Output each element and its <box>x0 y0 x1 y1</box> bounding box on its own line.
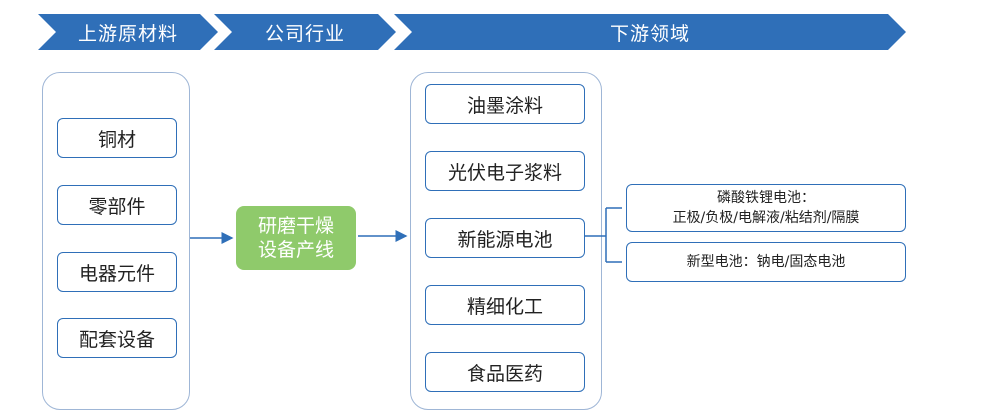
battery-detail-new-type: 新型电池：钠电/固态电池 <box>626 242 906 282</box>
battery-detail-new-type-label: 新型电池：钠电/固态电池 <box>686 254 846 270</box>
battery-detail-lfp: 磷酸铁锂电池： 正极/负极/电解液/粘结剂/隔膜 <box>626 184 906 232</box>
bracket-battery-details <box>585 207 622 263</box>
header-upstream: 上游原材料 <box>38 14 218 50</box>
downstream-item-label: 食品医药 <box>466 362 543 385</box>
upstream-item-electrical: 电器元件 <box>57 252 177 292</box>
downstream-item-label: 新能源电池 <box>457 228 553 251</box>
upstream-item-copper: 铜材 <box>57 118 177 158</box>
downstream-item-label: 油墨涂料 <box>466 94 543 117</box>
upstream-item-parts: 零部件 <box>57 185 177 225</box>
downstream-item-food-pharma: 食品医药 <box>425 352 585 392</box>
header-upstream-label: 上游原材料 <box>77 22 178 45</box>
battery-detail-lfp-line2: 正极/负极/电解液/粘结剂/隔膜 <box>672 210 860 226</box>
downstream-item-fine-chem: 精细化工 <box>425 285 585 325</box>
downstream-item-pv-paste: 光伏电子浆料 <box>425 151 585 191</box>
downstream-item-battery: 新能源电池 <box>425 218 585 258</box>
company-box: 研磨干燥 设备产线 <box>236 206 356 270</box>
header-company: 公司行业 <box>214 14 396 50</box>
upstream-item-label: 零部件 <box>88 195 146 218</box>
header-downstream: 下游领域 <box>394 14 906 50</box>
upstream-item-label: 铜材 <box>97 128 136 151</box>
downstream-item-label: 精细化工 <box>466 295 543 318</box>
downstream-item-label: 光伏电子浆料 <box>447 161 562 184</box>
battery-detail-lfp-line1: 磷酸铁锂电池： <box>717 190 815 206</box>
company-box-line1: 研磨干燥 <box>257 215 334 237</box>
header-company-label: 公司行业 <box>264 22 345 45</box>
upstream-item-equipment: 配套设备 <box>57 318 177 358</box>
header-downstream-label: 下游领域 <box>609 22 690 45</box>
upstream-item-label: 电器元件 <box>78 262 155 285</box>
downstream-item-ink: 油墨涂料 <box>425 84 585 124</box>
upstream-item-label: 配套设备 <box>78 328 155 351</box>
company-box-line2: 设备产线 <box>257 239 334 261</box>
